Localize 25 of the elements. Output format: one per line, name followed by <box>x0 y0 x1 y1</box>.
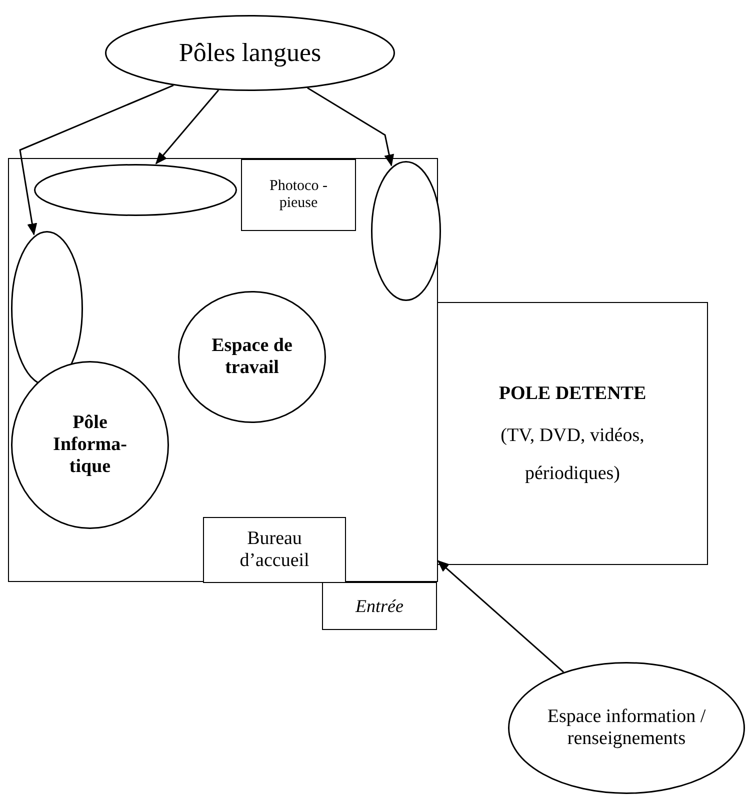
entrance-box <box>322 582 437 630</box>
area-label: Bureau d’accueil <box>238 528 310 572</box>
lounge-box <box>437 302 708 565</box>
heading-label: POLE DETENTE <box>498 382 646 406</box>
desk-box <box>203 517 346 583</box>
arrow <box>155 90 220 164</box>
area-label: Pôles langues <box>178 38 322 68</box>
zone-ellipse <box>11 231 83 386</box>
area-label: Photoco - pieuse <box>268 178 328 212</box>
area-label: (TV, DVD, vidéos, périodiques) <box>500 424 646 486</box>
room-outline <box>8 158 438 582</box>
zone-ellipse <box>34 164 237 216</box>
area-label: Pôle Informa- tique <box>52 412 128 478</box>
zone-ellipse <box>105 15 395 91</box>
arrow <box>307 87 394 166</box>
copier-box <box>241 159 356 231</box>
zone-ellipse <box>508 662 745 794</box>
zone-ellipse <box>178 291 326 423</box>
zone-ellipse <box>11 361 169 529</box>
area-label: Entrée <box>356 596 404 616</box>
area-label: Espace information / renseignements <box>546 706 707 750</box>
arrow <box>437 560 564 673</box>
arrow <box>19 84 174 236</box>
zone-ellipse <box>371 161 441 301</box>
area-label: Espace de travail <box>210 335 294 379</box>
